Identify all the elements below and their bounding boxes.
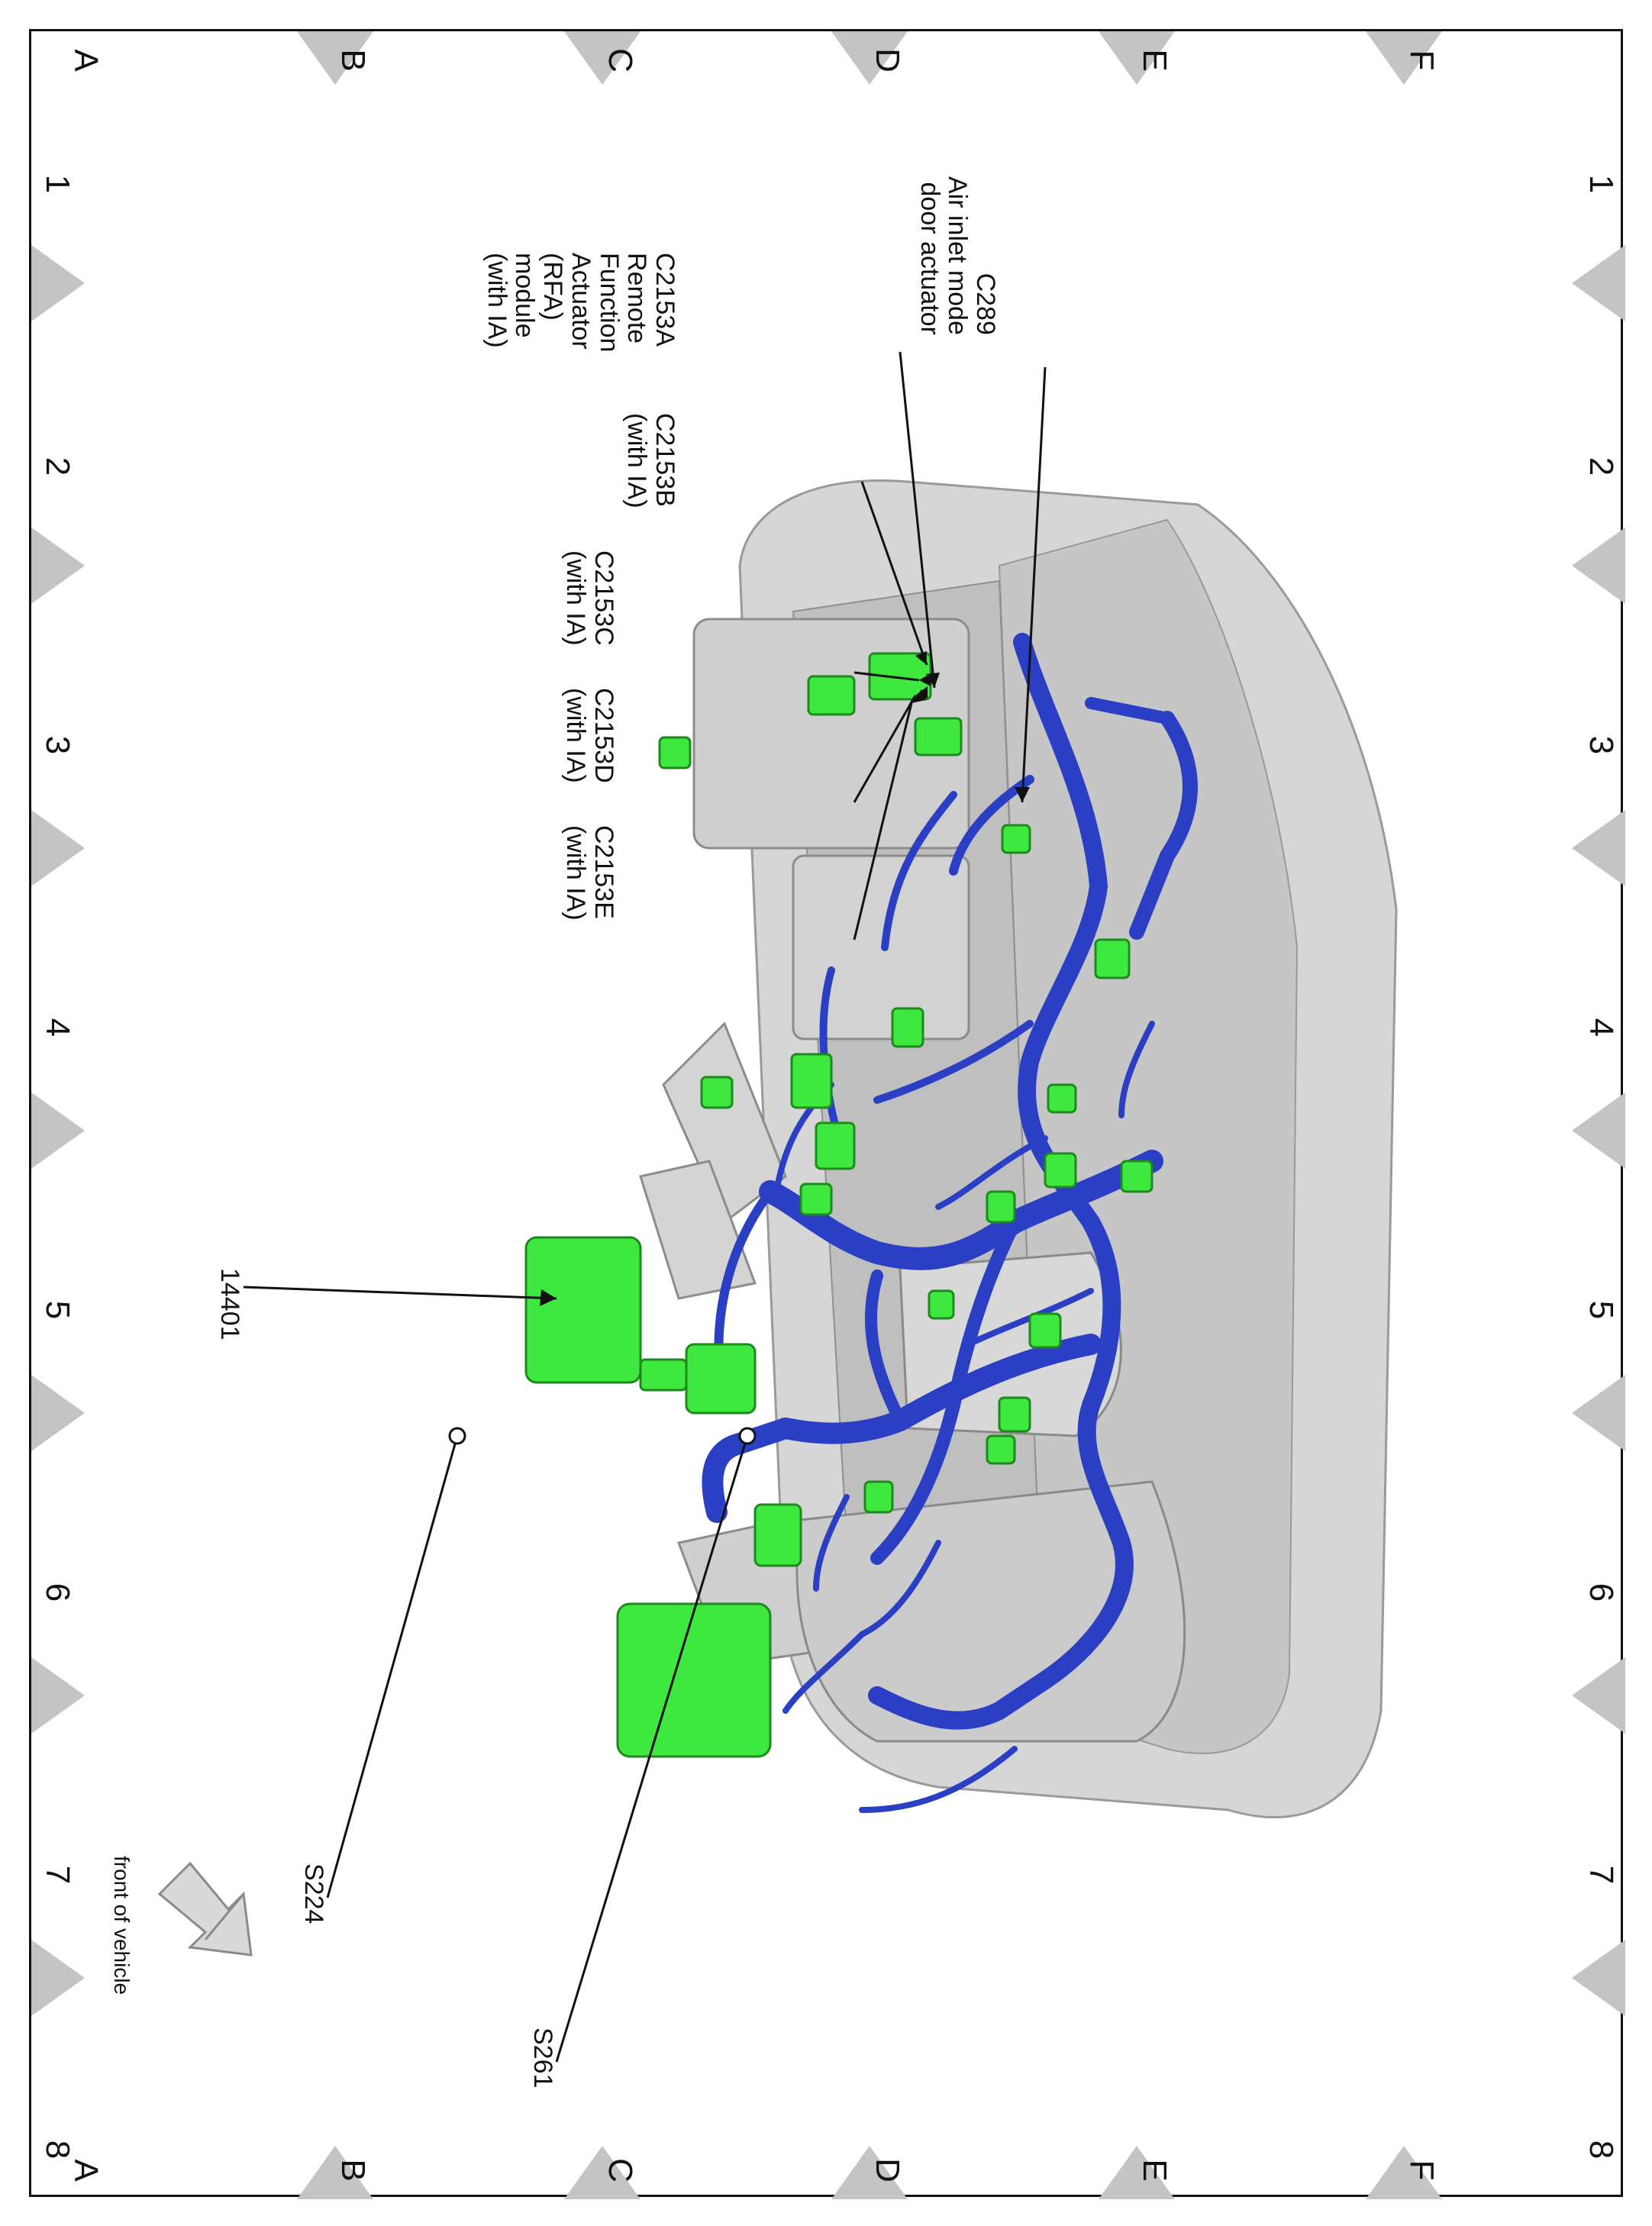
- zone-marker: [31, 527, 85, 604]
- callout-c2153d: C2153D (with IA): [561, 688, 618, 783]
- zone-number-top: 6: [1583, 1582, 1620, 1602]
- zone-marker: [564, 2146, 640, 2199]
- callout-desc: Function: [594, 253, 624, 353]
- callout-desc: (with IA): [561, 825, 591, 921]
- callout-c2153c: C2153C (with IA): [561, 550, 618, 646]
- zone-marker: [1572, 245, 1625, 321]
- zone-marker: [1572, 810, 1625, 886]
- zone-marker: [1572, 1092, 1625, 1169]
- zone-marker: [297, 31, 373, 85]
- rotated-content: A B C D E F A B C D E F: [31, 31, 1625, 2199]
- callout-desc: (with IA): [561, 688, 591, 783]
- callout-c2153e: C2153E (with IA): [561, 825, 618, 921]
- zone-number-top: 8: [1583, 2140, 1620, 2160]
- zone-letter-right: C: [602, 2158, 639, 2182]
- zone-number-bottom: 5: [39, 1300, 76, 1320]
- zone-marker: [297, 2146, 373, 2199]
- callout-s261: S261: [528, 2028, 557, 2089]
- zone-letter-left: C: [602, 48, 639, 73]
- callout-code: C2153E: [589, 825, 618, 919]
- splice-marks: [448, 1427, 757, 1445]
- callout-desc: Air inlet mode: [943, 176, 973, 335]
- zone-letter-left: E: [1136, 49, 1173, 72]
- zone-letter-right: D: [869, 2158, 906, 2182]
- zone-number-top: 5: [1583, 1300, 1620, 1320]
- zone-marker: [831, 2146, 908, 2199]
- callout-code: C2153C: [589, 550, 618, 646]
- callout-desc: (RFA): [538, 253, 568, 321]
- splice-s261: [738, 1427, 757, 1445]
- harness-illustration: [31, 31, 1625, 2199]
- zone-marker: [31, 1657, 85, 1734]
- callout-code: C2153D: [589, 688, 618, 783]
- zone-marker: [31, 1940, 85, 2016]
- zone-marker: [1366, 31, 1442, 85]
- zone-number-bottom: 4: [39, 1018, 76, 1037]
- zone-letter-right: B: [334, 2159, 372, 2182]
- zone-number-bottom: 1: [39, 174, 76, 194]
- vehicle-body: [639, 479, 1398, 1819]
- callout-code: C289: [971, 273, 1000, 335]
- callout-desc: (with IA): [561, 550, 591, 646]
- zone-marker: [1099, 31, 1175, 85]
- zone-number-bottom: 2: [39, 456, 76, 476]
- zone-marker: [31, 810, 85, 886]
- callout-desc: Actuator: [566, 253, 595, 350]
- zone-marker: [1572, 1657, 1625, 1734]
- callout-c2153b: C2153B (with IA): [622, 413, 679, 508]
- callout-c289: C289 Air inlet mode door actuator: [915, 176, 1000, 335]
- callout-harness-14401: 14401: [215, 1268, 244, 1340]
- callout-desc: (with IA): [622, 413, 652, 508]
- callout-c2153a: C2153A Remote Function Actuator (RFA) mo…: [482, 253, 679, 352]
- zone-number-bottom: 6: [39, 1582, 76, 1602]
- zone-number-top: 3: [1583, 735, 1620, 755]
- arrow-icon: [157, 1861, 253, 1957]
- zone-marker: [564, 31, 640, 85]
- callout-desc: Remote: [622, 253, 652, 344]
- zone-marker: [31, 245, 85, 321]
- zone-number-top: 2: [1583, 456, 1620, 476]
- callout-code: C2153B: [650, 413, 679, 507]
- zone-letter-right: F: [1403, 2160, 1441, 2181]
- zone-number-bottom: 3: [39, 735, 76, 755]
- callout-desc: module: [510, 253, 540, 338]
- zone-letter-right: E: [1136, 2159, 1173, 2182]
- zone-number-top: 4: [1583, 1018, 1620, 1037]
- zone-letter-left: A: [67, 49, 105, 72]
- front-of-vehicle-label: front of vehicle: [110, 1856, 134, 1995]
- zone-marker: [1366, 2146, 1442, 2199]
- zone-number-top: 1: [1583, 174, 1620, 194]
- zone-number-bottom: 7: [39, 1865, 76, 1885]
- zone-letter-left: F: [1403, 50, 1441, 71]
- zone-marker: [1099, 2146, 1175, 2199]
- page-frame: A B C D E F A B C D E F: [29, 29, 1625, 2199]
- zone-letter-left: B: [334, 49, 372, 72]
- callout-s224: S224: [299, 1863, 328, 1924]
- callout-desc: door actuator: [915, 182, 944, 335]
- callout-desc: (with IA): [482, 253, 511, 348]
- zone-markers: [31, 31, 1625, 2199]
- callout-code: C2153A: [650, 253, 679, 347]
- leader-lines: [243, 351, 1047, 2063]
- zone-marker: [1572, 527, 1625, 604]
- zone-marker: [831, 31, 908, 85]
- leader-arrowheads: [540, 651, 1030, 1306]
- zone-marker: [1572, 1940, 1625, 2016]
- zone-number-top: 7: [1583, 1865, 1620, 1885]
- zone-number-bottom: 8: [39, 2140, 76, 2160]
- zone-marker: [31, 1375, 85, 1451]
- zone-marker: [31, 1092, 85, 1169]
- zone-letter-left: D: [869, 48, 906, 73]
- connectors: [524, 652, 1153, 1758]
- zone-marker: [1572, 1375, 1625, 1451]
- splice-s224: [448, 1427, 466, 1445]
